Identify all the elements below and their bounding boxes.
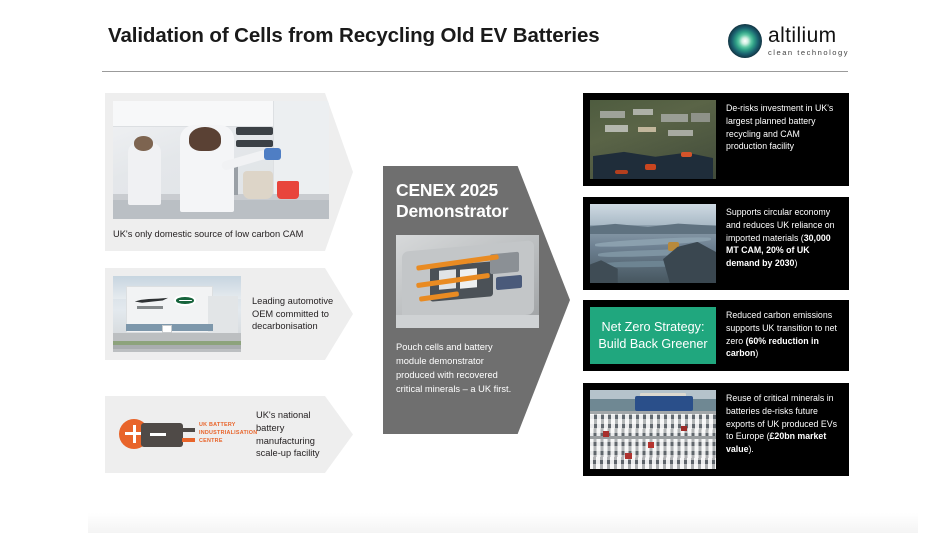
car-export-port-photo [590,390,716,469]
right-card-net-zero: Net Zero Strategy: Build Back Greener Re… [583,300,849,371]
ukbic-logo: UK BATTERY INDUSTRIALISATION CENTRE [119,414,245,456]
left-item-caption: UK's national battery manufacturing scal… [256,409,320,459]
left-item-caption: UK's only domestic source of low carbon … [113,229,304,239]
altilium-logo: altilium clean technology [728,20,858,62]
right-card-text-tail: ) [794,258,798,268]
right-card-investment: De-risks investment in UK's largest plan… [583,93,849,186]
altilium-circle-icon [728,24,762,58]
left-item-ukbic: UK BATTERY INDUSTRIALISATION CENTRE UK's… [105,396,353,473]
right-card-text-tail: ) [755,348,759,359]
net-zero-strategy-panel: Net Zero Strategy: Build Back Greener [590,307,716,364]
right-card-text-normal: Supports circular economy and reduces UK… [726,207,835,243]
ev-battery-module-photo [396,234,539,328]
page-title: Validation of Cells from Recycling Old E… [108,24,600,47]
bottom-shadow-strip [88,513,918,533]
jaguar-land-rover-factory-photo [113,276,241,352]
right-card-text: Supports circular economy and reduces UK… [716,204,842,270]
ukbic-logo-text: UK BATTERY INDUSTRIALISATION CENTRE [199,421,258,444]
right-card-text-normal: Reduced carbon emissions supports UK tra… [726,310,837,346]
laboratory-scientists-photo [113,101,329,219]
right-card-text-bold: £20bn market value [726,431,827,454]
right-card-text: Reuse of critical minerals in batteries … [716,390,842,456]
logo-tagline: clean technology [768,48,849,58]
right-card-text: Reduced carbon emissions supports UK tra… [716,307,842,360]
right-card-ev-exports: Reuse of critical minerals in batteries … [583,383,849,476]
cenex-title: CENEX 2025 Demonstrator [396,180,509,222]
right-card-text: De-risks investment in UK's largest plan… [716,100,842,153]
title-divider [102,71,848,72]
net-zero-panel-spacer [590,307,716,364]
left-item-cam-source: UK's only domestic source of low carbon … [105,93,353,251]
right-card-text-normal: De-risks investment in UK's largest plan… [726,103,834,152]
logo-name: altilium [768,24,837,48]
right-card-text-bold: (60% reduction in carbon [726,335,819,359]
left-item-caption: Leading automotive OEM committed to deca… [252,295,334,332]
right-card-circular-economy: Supports circular economy and reduces UK… [583,197,849,290]
right-card-text-normal: Reuse of critical minerals in batteries … [726,393,837,442]
cenex-demonstrator-chevron: CENEX 2025 Demonstrator Pouch cells and … [383,166,570,434]
cenex-caption: Pouch cells and battery module demonstra… [396,341,512,395]
open-pit-mine-photo [590,204,716,283]
left-item-automotive-oem: Leading automotive OEM committed to deca… [105,268,353,360]
aerial-industrial-port-photo [590,100,716,179]
net-zero-strategy-label: Net Zero Strategy: Build Back Greener [598,320,708,351]
right-card-text-bold: 30,000 MT CAM, 20% of UK demand by 2030 [726,232,831,269]
right-card-text-tail: ). [748,444,754,454]
logo-wordmark: altilium clean technology [768,25,849,57]
